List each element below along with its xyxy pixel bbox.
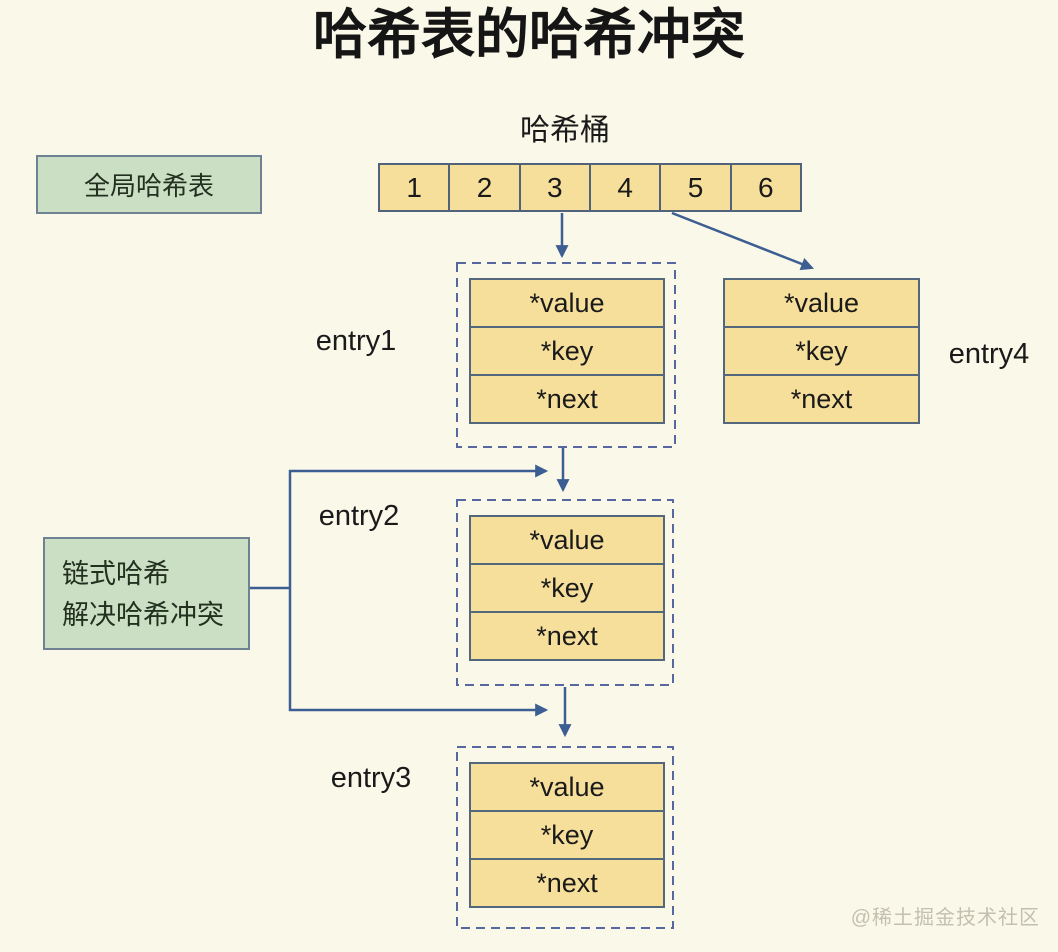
- entry3-key-field: *key: [469, 810, 665, 860]
- arrow-bucket5-to-entry4: [671, 211, 815, 271]
- entry3-label: entry3: [330, 762, 412, 794]
- entry4-key-field: *key: [723, 326, 920, 376]
- entry4-label: entry4: [948, 338, 1030, 370]
- entry1-dashed-border: [456, 262, 676, 448]
- entry3-next-field: *next: [469, 858, 665, 908]
- page-title: 哈希表的哈希冲突: [313, 5, 745, 65]
- entry1-label: entry1: [315, 325, 397, 357]
- bucket-cell-4: 4: [588, 165, 659, 210]
- watermark: @稀土掘金技术社区: [850, 907, 1040, 929]
- chain-hash-line1: 链式哈希: [62, 559, 170, 589]
- bucket-cell-1: 1: [406, 171, 422, 203]
- chain-hash-box: 链式哈希 解决哈希冲突: [43, 537, 250, 650]
- entry2-value-field: *value: [469, 515, 665, 565]
- entry1-value-field: *value: [469, 278, 665, 328]
- entry2-dashed-border: [456, 499, 674, 686]
- entry2-node: *value *key *next: [469, 515, 665, 661]
- entry1-key-field: *key: [469, 326, 665, 376]
- entry4-next-field: *next: [723, 374, 920, 424]
- entry2-next-field: *next: [469, 611, 665, 661]
- entry1-next-field: *next: [469, 374, 665, 424]
- global-hash-table-box: 全局哈希表: [36, 155, 262, 214]
- chain-hash-line2: 解决哈希冲突: [62, 600, 224, 630]
- bucket-label: 哈希桶: [520, 114, 610, 147]
- entry2-key-field: *key: [469, 563, 665, 613]
- bucket-cell-3: 3: [518, 165, 589, 210]
- entry3-value-field: *value: [469, 762, 665, 812]
- entry2-label: entry2: [318, 500, 400, 532]
- hash-bucket: 1 2 3 4 5 6: [378, 163, 802, 212]
- entry3-dashed-border: [456, 746, 674, 929]
- entry1-node: *value *key *next: [469, 278, 665, 424]
- entry3-node: *value *key *next: [469, 762, 665, 908]
- entry4-node: *value *key *next: [723, 278, 920, 424]
- entry4-value-field: *value: [723, 278, 920, 328]
- bucket-cell-2: 2: [448, 165, 518, 210]
- bucket-cell-6: 6: [729, 165, 800, 210]
- bucket-cell-5: 5: [659, 165, 729, 210]
